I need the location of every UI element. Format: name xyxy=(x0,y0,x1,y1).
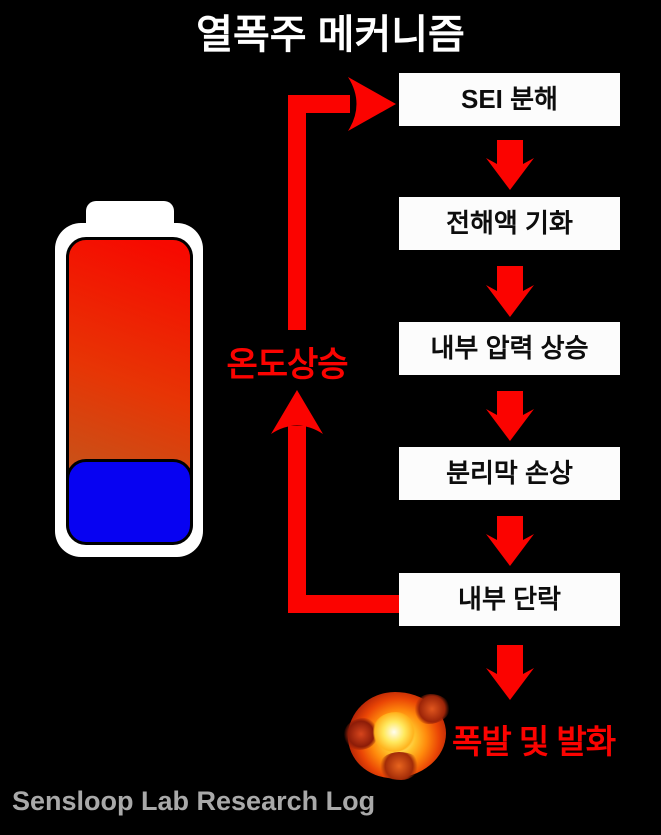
flow-step-internal-short-circuit: 내부 단락 xyxy=(399,573,620,626)
fireball-flare xyxy=(378,752,420,780)
footer-credit: Sensloop Lab Research Log xyxy=(12,786,376,816)
down-arrow-icon xyxy=(486,391,534,441)
battery-charge-level xyxy=(66,459,193,545)
down-arrow-icon xyxy=(486,140,534,190)
flow-step-electrolyte-vaporization: 전해액 기화 xyxy=(399,197,620,250)
temperature-rise-label: 온도상승 xyxy=(226,346,348,384)
down-arrow-icon xyxy=(486,645,534,700)
page-title: 열폭주 메커니즘 xyxy=(196,13,465,57)
fireball-flare xyxy=(414,694,450,724)
explosion-ignition-label: 폭발 및 발화 xyxy=(452,723,616,760)
down-arrow-icon xyxy=(486,516,534,566)
flow-step-sei-decomposition: SEI 분해 xyxy=(399,73,620,126)
fireball-highlight xyxy=(372,712,416,752)
flow-step-separator-damage: 분리막 손상 xyxy=(399,447,620,500)
explosion-fireball-icon xyxy=(344,692,450,780)
feedback-loop-arrow-icon xyxy=(271,77,399,613)
flow-step-internal-pressure-rise: 내부 압력 상승 xyxy=(399,322,620,375)
down-arrow-icon xyxy=(486,266,534,317)
